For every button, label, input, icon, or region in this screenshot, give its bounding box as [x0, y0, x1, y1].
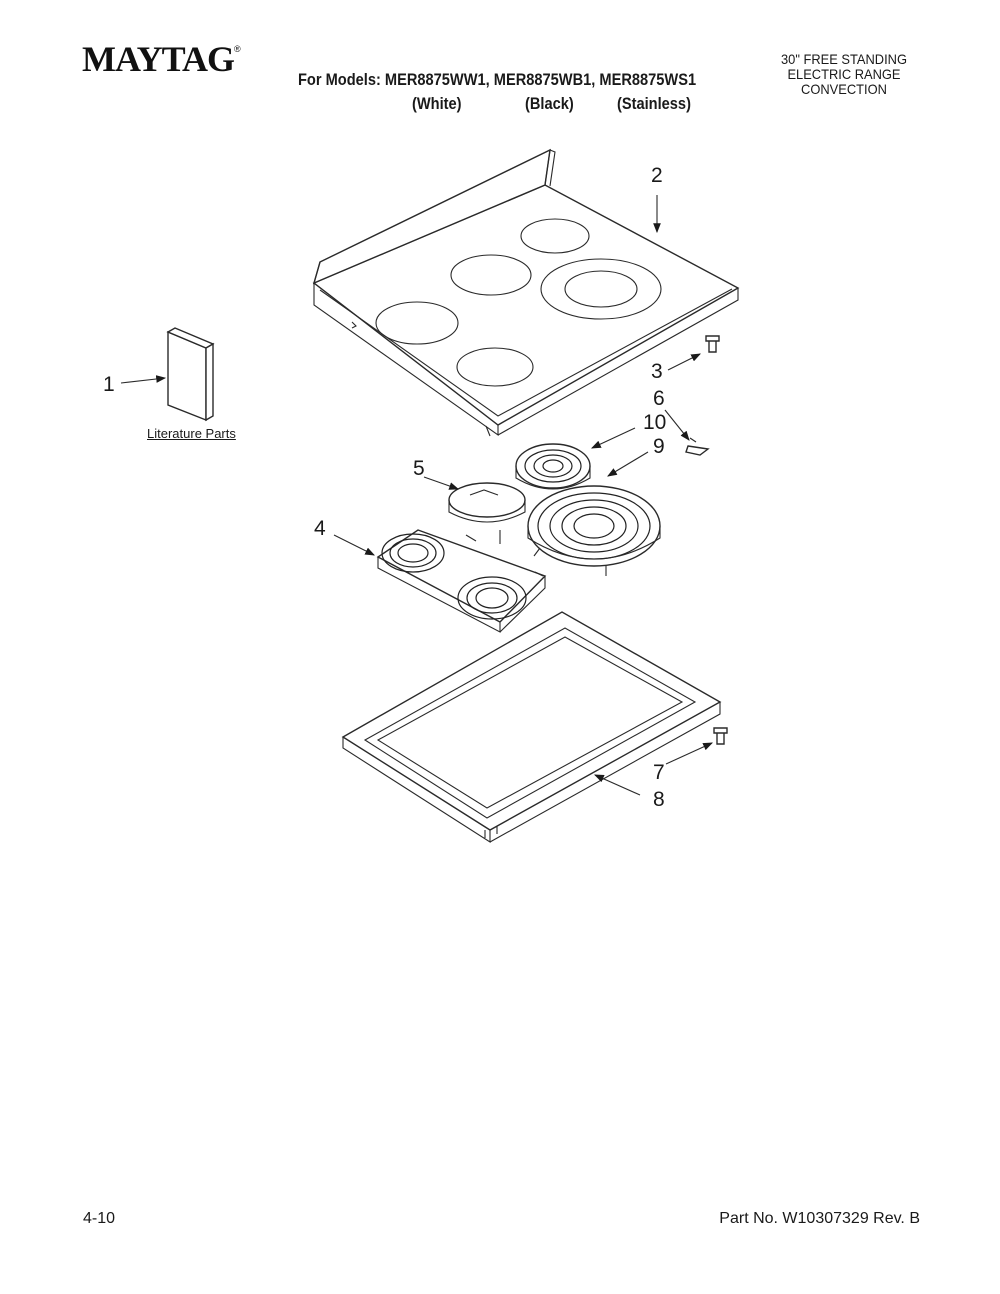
callout-4: 4 [314, 517, 326, 540]
callout-7: 7 [653, 761, 665, 784]
screw-part-3 [705, 335, 720, 353]
clip-part-6-10 [685, 437, 710, 456]
callout-3: 3 [651, 360, 663, 383]
product-line-1: 30" FREE STANDING [780, 51, 908, 67]
literature-parts-label: Literature Parts [147, 426, 236, 441]
variant-white: (White) [412, 94, 462, 113]
part-number: Part No. W10307329 Rev. B [719, 1210, 920, 1227]
product-line-2: ELECTRIC RANGE [787, 66, 901, 82]
callout-6: 6 [653, 387, 665, 410]
page-number: 4-10 [83, 1210, 116, 1227]
models-line: For Models: MER8875WW1, MER8875WB1, MER8… [298, 70, 697, 89]
double-element-tray [376, 529, 547, 633]
callout-1: 1 [103, 373, 115, 396]
variant-stainless: (Stainless) [617, 94, 691, 113]
literature-booklet [166, 327, 215, 422]
brand-logo: MAYTAG® [82, 38, 241, 80]
callout-8: 8 [653, 788, 665, 811]
screw-part-7 [713, 727, 728, 745]
cooktop-glass [312, 148, 740, 437]
callout-9: 9 [653, 435, 665, 458]
brand-name: MAYTAG [82, 39, 235, 79]
product-description: 30" FREE STANDING ELECTRIC RANGE CONVECT… [761, 52, 927, 97]
leader-lines [120, 195, 714, 796]
callout-10: 10 [643, 411, 666, 434]
variant-black: (Black) [525, 94, 574, 113]
callout-5: 5 [413, 457, 425, 480]
large-element [527, 485, 661, 576]
brand-mark: ® [234, 44, 241, 54]
product-line-3: CONVECTION [801, 81, 887, 97]
control-box [448, 482, 526, 544]
callout-2: 2 [651, 164, 663, 187]
small-element [515, 443, 591, 490]
burner-box [341, 611, 722, 844]
